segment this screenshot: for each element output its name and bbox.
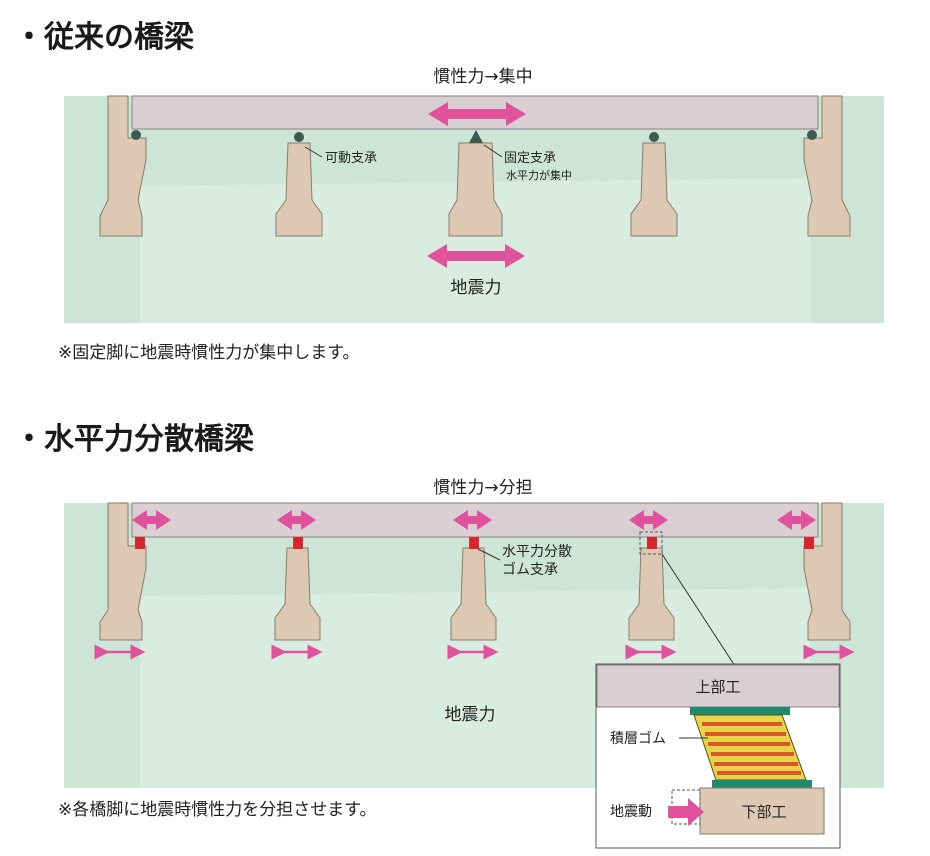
- lower-structure-label: 下部工: [741, 803, 786, 821]
- laminated-rubber-label: 積層ゴム: [610, 730, 666, 747]
- movable-bearing: [807, 130, 817, 140]
- movable-bearing-leader: [304, 146, 323, 158]
- movable-bearing: [131, 130, 141, 140]
- rubber-bearing: [647, 537, 657, 549]
- seismic-arrow: [427, 244, 525, 268]
- seismic-label: 地震力: [445, 705, 496, 725]
- pier-2: [450, 547, 497, 641]
- pier-3: [628, 547, 675, 641]
- lower-structure: [699, 787, 825, 835]
- inertia-label: 慣性力→集中: [433, 67, 532, 87]
- ground-motion-arrow: [668, 798, 704, 826]
- fixed-bearing-label: 固定支承: [504, 151, 556, 166]
- inertia-arrow: [428, 102, 526, 126]
- section1-heading: ・従来の橋梁: [14, 20, 194, 55]
- rubber-bearing: [469, 537, 479, 549]
- rubber-bearing-label-2: ゴム支承: [502, 561, 558, 578]
- detail-callout-line: [661, 553, 736, 667]
- girder-arrow: [277, 510, 316, 530]
- rubber-bearing-leader: [477, 548, 501, 561]
- fixed-bearing-sublabel: 水平力が集中: [506, 168, 572, 182]
- top-plate: [690, 707, 790, 715]
- girder-arrow: [132, 510, 171, 530]
- pier-1: [274, 547, 321, 641]
- section1-note: ※固定脚に地震時慣性力が集中します。: [58, 343, 360, 363]
- movable-bearing: [649, 132, 659, 142]
- seismic-label: 地震力: [451, 278, 502, 298]
- girder-arrow: [453, 510, 492, 530]
- left-abutment: [99, 502, 147, 641]
- distributed-bridge-diagram: 慣性力→分担 水平力分散 ゴム支承 地震力 上部工 積層ゴム: [64, 478, 884, 849]
- bearing-detail-inset: 上部工 積層ゴム 地震動 下部工: [595, 663, 841, 849]
- fixed-bearing-leader: [483, 144, 503, 158]
- conventional-bridge-diagram: 慣性力→集中 可動支承 固定支承 水平力が集中 地震力: [64, 67, 884, 323]
- fixed-bearing: [469, 130, 483, 143]
- bottom-plate: [712, 780, 812, 788]
- detail-callout-box: [639, 531, 663, 555]
- movable-bearing: [294, 132, 304, 142]
- girder-arrows: [132, 510, 816, 530]
- rubber-bearing: [804, 537, 814, 549]
- pier-3: [630, 142, 678, 237]
- girder-arrow: [777, 510, 816, 530]
- pier-1: [275, 142, 323, 237]
- section2-note: ※各橋脚に地震時慣性力を分担させます。: [58, 800, 377, 820]
- rubber-stripes: [702, 722, 801, 775]
- rubber-bearing: [293, 537, 303, 549]
- inertia-label: 慣性力→分担: [433, 478, 532, 498]
- upper-structure: [596, 664, 840, 708]
- rubber-bearing-label: 水平力分散: [502, 544, 572, 560]
- upper-structure-label: 上部工: [695, 678, 740, 696]
- section2-heading: ・水平力分散橋梁: [14, 422, 254, 457]
- ground-motion-label: 地震動: [610, 804, 652, 820]
- rubber-bearing: [135, 537, 145, 549]
- left-abutment: [99, 95, 147, 237]
- pier-2: [448, 142, 503, 237]
- right-abutment: [803, 95, 851, 237]
- girder-arrow: [629, 510, 668, 530]
- movable-bearing-label: 可動支承: [325, 151, 377, 166]
